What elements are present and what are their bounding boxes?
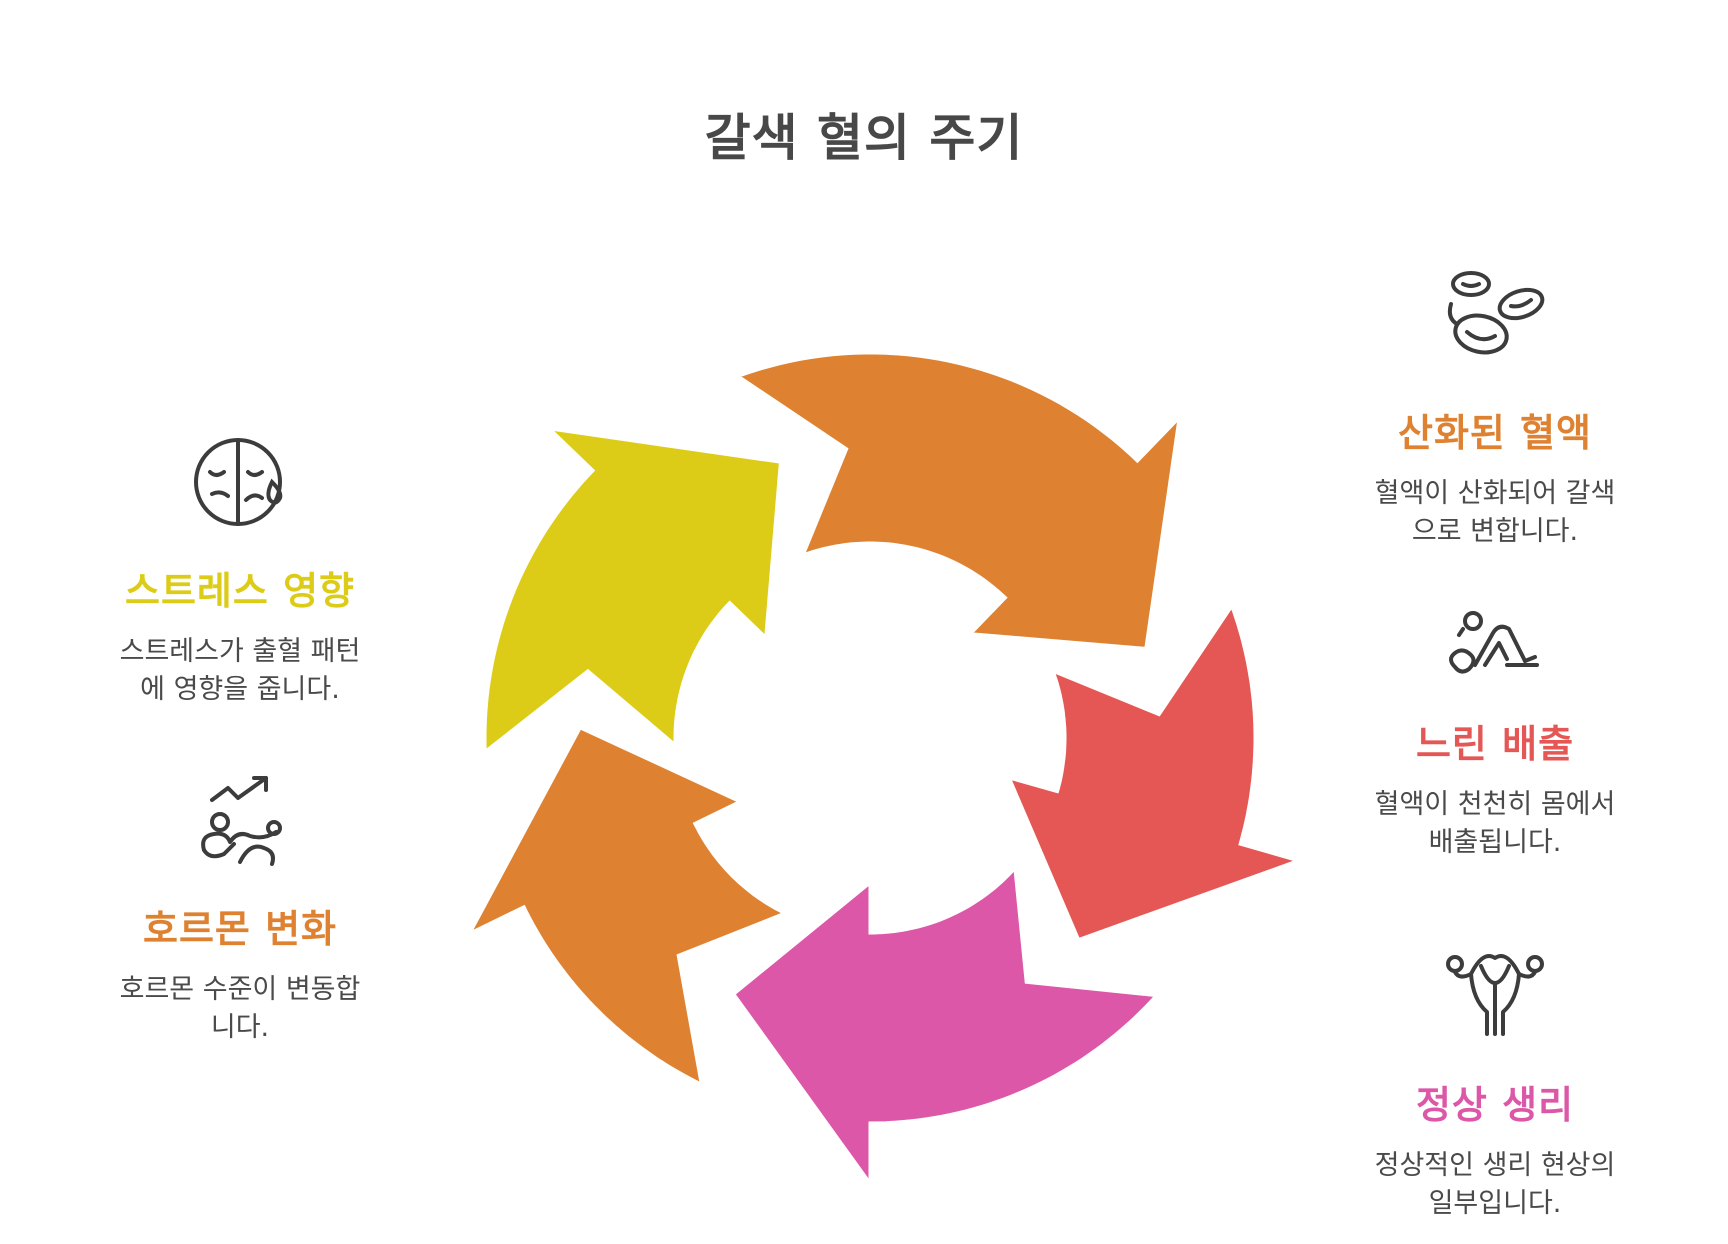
stage-hormone: 호르몬 변화 호르몬 수준이 변동합 니다.	[80, 770, 400, 1047]
stage-hormone-title: 호르몬 변화	[142, 907, 338, 951]
stage-normal: 정상 생리 정상적인 생리 현상의 일부입니다.	[1325, 940, 1665, 1223]
stage-slow-title: 느린 배출	[1415, 722, 1575, 766]
stage-hormone-desc: 호르몬 수준이 변동합 니다.	[80, 971, 400, 1047]
stage-slow-desc: 혈액이 천천히 몸에서 배출됩니다.	[1325, 786, 1665, 862]
cycle-arrow-slow	[1006, 602, 1303, 942]
stage-stress-desc: 스트레스가 출혈 패턴 에 영향을 줍니다.	[80, 633, 400, 709]
cycle-arrow-hormone	[466, 725, 789, 1087]
stage-normal-desc-line2: 일부입니다.	[1428, 1188, 1562, 1219]
stage-stress: 스트레스 영향 스트레스가 출혈 패턴 에 영향을 줍니다.	[80, 432, 400, 709]
crawling-person-icon	[1449, 611, 1539, 674]
diagram-title: 갈색 혈의 주기	[704, 109, 1024, 167]
uterus-icon	[1446, 954, 1544, 1036]
stage-oxidized: 산화된 혈액 혈액이 산화되어 갈색 으로 변합니다.	[1325, 268, 1665, 551]
blood-cells-icon	[1447, 271, 1545, 355]
stage-stress-title: 스트레스 영향	[125, 569, 355, 613]
person-with-trend-arrow-icon	[201, 776, 282, 866]
stage-hormone-desc-line1: 호르몬 수준이 변동합	[119, 974, 361, 1005]
stage-slow-desc-line2: 배출됩니다.	[1428, 827, 1562, 858]
stage-oxidized-desc: 혈액이 산화되어 갈색 으로 변합니다.	[1325, 475, 1665, 551]
stage-oxidized-desc-line1: 혈액이 산화되어 갈색	[1374, 478, 1616, 509]
stage-stress-desc-line1: 스트레스가 출혈 패턴	[119, 636, 361, 667]
cycle-arrow-stress	[483, 426, 783, 755]
stage-slow: 느린 배출 혈액이 천천히 몸에서 배출됩니다.	[1325, 605, 1665, 862]
cycle-arrow-normal	[731, 865, 1160, 1188]
cycle-arrow-oxidized	[734, 351, 1182, 651]
stage-slow-desc-line1: 혈액이 천천히 몸에서	[1374, 789, 1616, 820]
stage-oxidized-title: 산화된 혈액	[1397, 411, 1593, 455]
stage-normal-desc-line1: 정상적인 생리 현상의	[1374, 1150, 1616, 1181]
stage-stress-desc-line2: 에 영향을 줍니다.	[140, 674, 340, 705]
stage-oxidized-desc-line2: 으로 변합니다.	[1411, 516, 1579, 547]
stage-normal-title: 정상 생리	[1415, 1083, 1575, 1127]
sad-crying-face-icon	[194, 438, 283, 526]
stage-normal-desc: 정상적인 생리 현상의 일부입니다.	[1325, 1147, 1665, 1223]
stage-hormone-desc-line2: 니다.	[210, 1012, 270, 1043]
